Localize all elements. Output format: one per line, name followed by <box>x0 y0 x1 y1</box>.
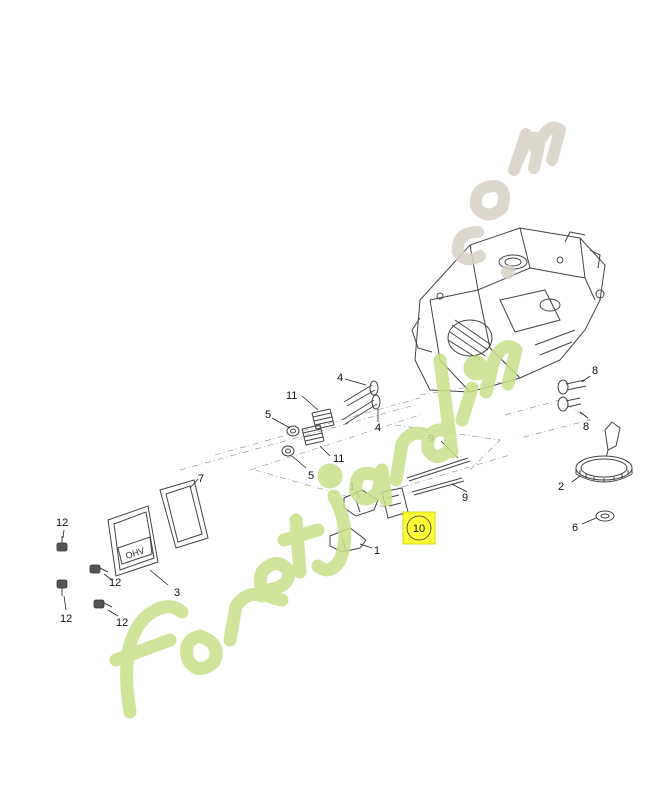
callout-10: 10 <box>413 523 425 535</box>
screw-top-left <box>56 529 68 552</box>
callout-4: 4 <box>337 372 343 384</box>
callout-5: 5 <box>308 470 314 482</box>
callout-7: 7 <box>198 473 204 485</box>
callout-6: 6 <box>572 522 578 534</box>
camshaft-washer <box>581 510 615 525</box>
valve-cover: OHV <box>107 505 169 586</box>
callout-11: 11 <box>286 390 297 402</box>
callout-3: 3 <box>174 587 180 599</box>
cover-gasket <box>159 478 209 549</box>
screw-bottom <box>93 599 119 617</box>
washer-lower <box>281 445 307 469</box>
valve-lower <box>341 394 381 425</box>
callout-11: 11 <box>333 453 344 465</box>
callout-12: 12 <box>56 517 68 529</box>
watermark-logo <box>109 121 566 719</box>
washer-upper <box>271 417 300 437</box>
bolt-upper <box>557 375 591 395</box>
screw-bottom-left <box>56 579 68 611</box>
callout-10-circle <box>406 515 432 541</box>
callout-8: 8 <box>592 365 598 377</box>
callout-12: 12 <box>109 577 121 589</box>
push-rods <box>406 440 471 496</box>
callout-labels: 1 1 2 3 4 4 5 5 6 7 8 8 9 9 10 11 11 12 … <box>56 365 598 629</box>
callout-12: 12 <box>60 613 72 625</box>
highlight-box <box>402 511 436 545</box>
callout-12: 12 <box>116 617 128 629</box>
callout-1: 1 <box>374 545 380 557</box>
push-rod-guide-plate <box>381 487 436 545</box>
screw-mid <box>89 564 113 581</box>
callout-9: 9 <box>462 492 468 504</box>
callout-2: 2 <box>558 481 564 493</box>
valve-spring-upper <box>301 395 335 430</box>
callout-4: 4 <box>375 422 381 434</box>
callout-8: 8 <box>583 421 589 433</box>
bolt-lower <box>557 396 589 419</box>
valve-spring-lower <box>301 424 331 457</box>
camshaft-gear <box>571 421 633 483</box>
valve-upper <box>343 378 379 407</box>
callout-5: 5 <box>265 409 271 421</box>
